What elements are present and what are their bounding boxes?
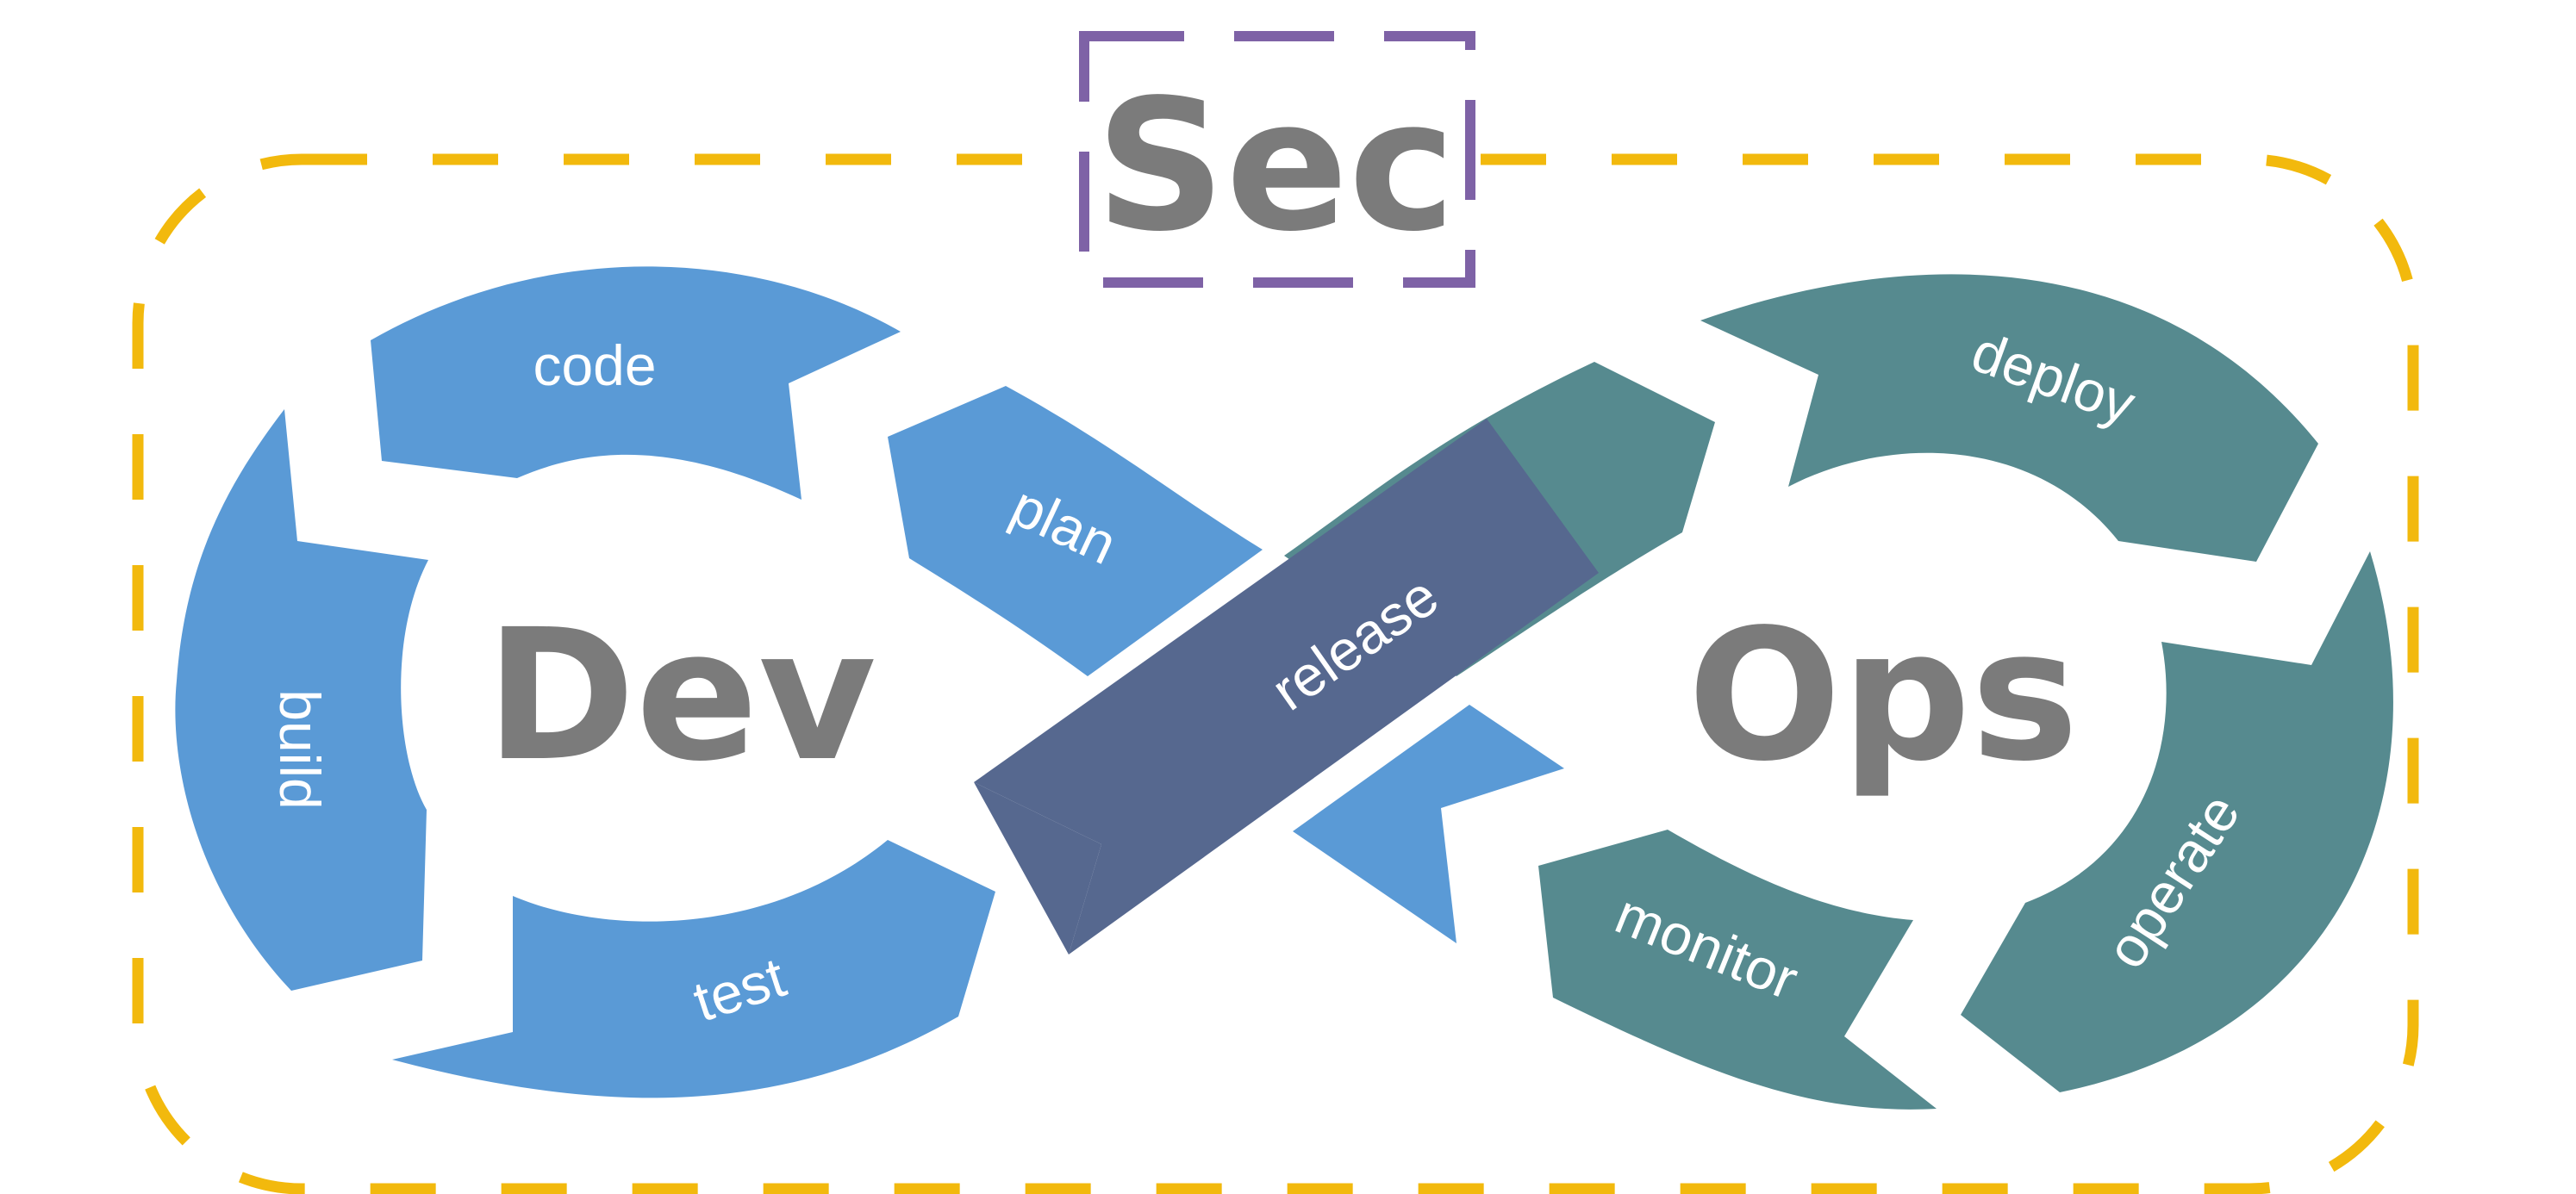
- ops-label: Ops: [1687, 590, 2079, 801]
- operate-arrow: [1961, 551, 2393, 1092]
- code-label: code: [533, 333, 656, 397]
- dev-label: Dev: [485, 590, 876, 801]
- monitor-feed-arrow: [1293, 705, 1564, 943]
- deploy-arrow: [1700, 274, 2318, 562]
- release-arrow-lower: [974, 782, 1101, 955]
- monitor-arrow: [1538, 830, 1937, 1110]
- code-arrow: [371, 266, 901, 500]
- release-arrow: [974, 419, 1599, 955]
- test-arrow: [392, 840, 995, 1098]
- sec-box-border: [1079, 31, 1475, 288]
- build-arrow: [175, 409, 428, 991]
- sec-box-background: [1086, 34, 1469, 284]
- plan-arrow: [888, 386, 1263, 676]
- build-label: build: [268, 689, 332, 809]
- sec-label: Sec: [1095, 60, 1456, 271]
